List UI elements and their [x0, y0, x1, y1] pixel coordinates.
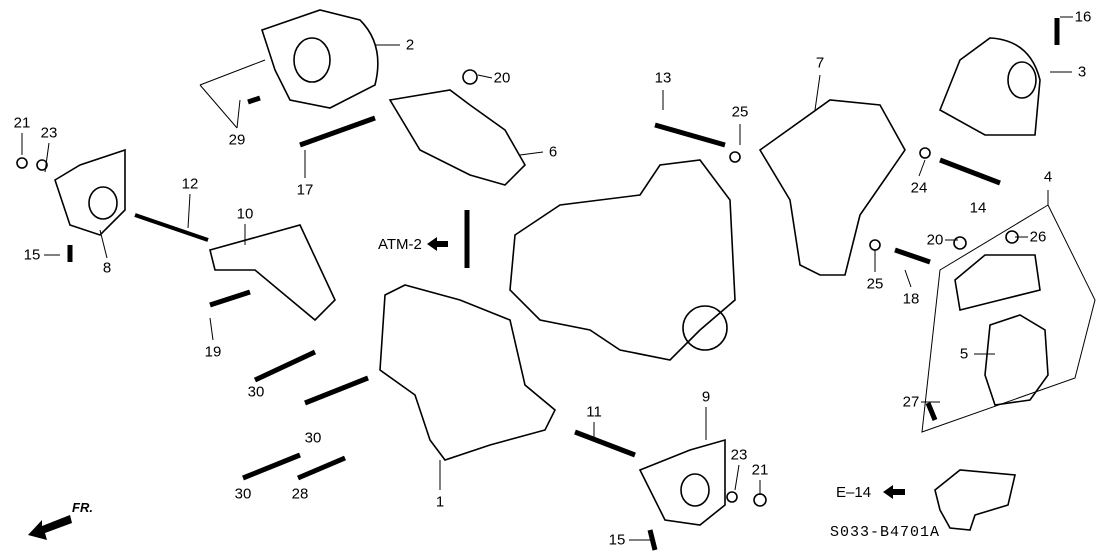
callout-18: 18 [902, 290, 920, 308]
front-label: FR. [72, 500, 93, 515]
callout-16: 16 [1074, 8, 1092, 26]
callout-23: 23 [730, 446, 748, 464]
callout-21: 21 [13, 114, 31, 132]
callout-25: 25 [731, 103, 749, 121]
callout-4: 4 [1043, 168, 1053, 186]
callout-15: 15 [608, 531, 626, 549]
callout-19: 19 [204, 343, 222, 361]
e14-arrow-icon [883, 485, 905, 499]
part-outlines [16, 9, 1060, 551]
callout-20: 20 [926, 231, 944, 249]
callout-23: 23 [40, 124, 58, 142]
callout-27: 27 [902, 393, 920, 411]
callout-28: 28 [291, 485, 309, 503]
callout-30: 30 [234, 485, 252, 503]
callout-13: 13 [654, 69, 672, 87]
atm-arrow-icon [427, 237, 448, 251]
leader-lines [21, 16, 1073, 541]
callout-10: 10 [236, 205, 254, 223]
callout-15: 15 [23, 246, 41, 264]
callout-5: 5 [959, 345, 969, 363]
callout-14: 14 [969, 199, 987, 217]
callout-11: 11 [586, 403, 602, 421]
callout-12: 12 [181, 175, 199, 193]
callout-1: 1 [435, 493, 445, 511]
front-arrow-icon [28, 515, 72, 540]
callout-25: 25 [866, 275, 884, 293]
callout-3: 3 [1077, 63, 1087, 81]
callout-21: 21 [751, 461, 769, 479]
callout-7: 7 [815, 54, 825, 72]
callout-20: 20 [493, 69, 511, 87]
callout-26: 26 [1029, 228, 1047, 246]
atm-reference: ATM-2 [378, 236, 422, 253]
callout-30: 30 [247, 383, 265, 401]
callout-17: 17 [296, 181, 314, 199]
diagram-code: S033-B4701A [830, 524, 941, 541]
callout-9: 9 [701, 388, 711, 406]
callout-24: 24 [910, 179, 928, 197]
callout-2: 2 [405, 36, 415, 54]
callout-6: 6 [548, 143, 558, 161]
callout-30: 30 [304, 429, 322, 447]
callout-29: 29 [228, 131, 246, 149]
e14-reference: E‒14 [836, 484, 872, 501]
callout-8: 8 [102, 259, 112, 277]
